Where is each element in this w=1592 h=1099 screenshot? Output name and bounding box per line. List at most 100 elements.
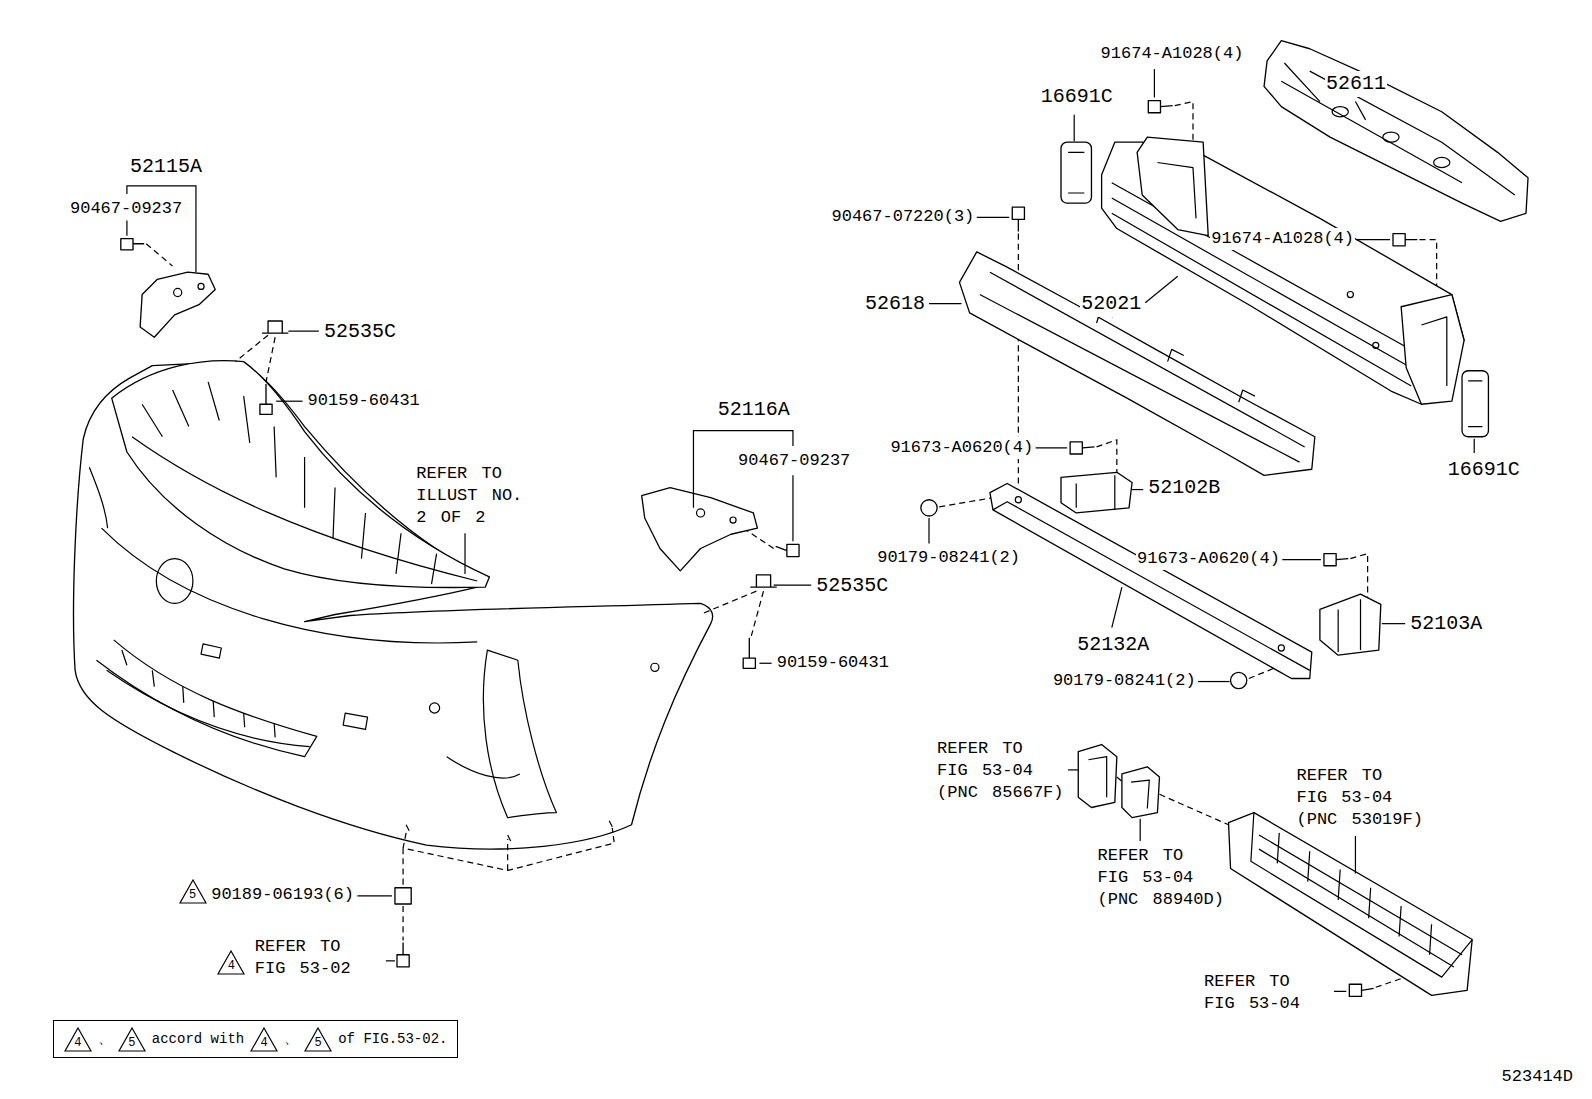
leader-line <box>127 69 1474 991</box>
note-symbol: 5 <box>304 1027 332 1052</box>
side-bracket <box>642 488 758 571</box>
bumper-cover <box>406 821 612 841</box>
reference-note: REFER TO FIG 53-04 <box>1203 971 1333 1015</box>
leader-line <box>126 220 127 235</box>
reference-note: REFER TO FIG 53-04 (PNC 88940D) <box>1097 845 1227 911</box>
lower-beam <box>1078 745 1472 996</box>
extension-bracket <box>1061 472 1132 513</box>
fastener-number: 90159-60431 <box>776 652 890 674</box>
fastener <box>397 943 409 967</box>
bumper-arm <box>1278 645 1284 651</box>
fastener-number: 91674-A1028(4) <box>1100 43 1245 65</box>
bumper-cover <box>74 362 713 849</box>
fastener <box>1012 207 1024 231</box>
reference-note: REFER TO ILLUST NO. 2 OF 2 <box>415 463 545 529</box>
leader-line <box>1356 239 1390 240</box>
reinforcement <box>1373 342 1379 348</box>
dashed-guide <box>939 498 993 507</box>
side-bracket <box>198 283 204 289</box>
part-number: 16691C <box>1447 457 1521 483</box>
part-number: 52021 <box>1080 291 1142 317</box>
side-bracket <box>174 288 182 296</box>
bumper-cover <box>201 644 221 658</box>
reinforcement <box>1421 317 1446 386</box>
fastener-number: 90467-09237 <box>69 198 183 220</box>
note-symbol: 5 <box>118 1027 146 1052</box>
note-text: 、 <box>284 1030 298 1048</box>
fastener-number: 90179-08241(2) <box>1052 670 1197 692</box>
bumper-arm <box>993 502 1310 671</box>
fastener <box>260 384 272 414</box>
leader-line <box>1154 69 1155 97</box>
reference-note: REFER TO FIG 53-02 <box>254 936 384 980</box>
note-text: accord with <box>152 1031 244 1047</box>
leader-line <box>386 960 395 961</box>
fastener-number: 91674-A1028(4) <box>1210 228 1355 250</box>
side-bracket <box>730 517 736 523</box>
pad <box>1061 142 1091 203</box>
leader-line <box>1474 439 1475 453</box>
fastener-number: 90189-06193(6) <box>210 884 355 906</box>
leader-line <box>1140 819 1141 841</box>
fastener <box>121 101 1418 997</box>
bumper-cover <box>96 640 316 757</box>
leader-line <box>1355 102 1365 120</box>
leader-line <box>759 663 771 664</box>
leader-line <box>1145 276 1177 302</box>
note-symbol: 4 <box>64 1027 92 1052</box>
part-number: 52535C <box>815 573 889 599</box>
dashed-guide <box>703 591 757 613</box>
extension-bracket <box>1320 594 1381 655</box>
dashed-guide <box>1097 440 1117 476</box>
dashed-guide <box>751 591 763 636</box>
reinforcement <box>1401 295 1464 405</box>
dashed-guide <box>402 906 403 941</box>
bumper-cover <box>122 650 275 737</box>
lower-beam <box>1122 767 1160 818</box>
reference-note: REFER TO FIG 53-04 (PNC 53019F) <box>1296 765 1426 831</box>
note-symbol: 4 <box>250 1027 278 1052</box>
leader-line <box>464 533 465 574</box>
fastener-number: 91673-A0620(4) <box>889 437 1034 459</box>
extension-bracket <box>1338 599 1360 652</box>
lower-beam <box>1229 813 1473 996</box>
dashed-guide <box>1350 554 1367 600</box>
part-number: 52102B <box>1147 475 1221 501</box>
note-symbol: 4 <box>217 950 245 975</box>
part-number: 52611 <box>1325 71 1387 97</box>
absorber-lower <box>1097 311 1255 402</box>
part-number: 52132A <box>1076 632 1150 658</box>
fastener <box>750 575 776 587</box>
fastener-number: 90159-60431 <box>307 390 421 412</box>
fastener-number: 90467-07220(3) <box>831 206 976 228</box>
part-number: 52116A <box>717 397 791 423</box>
leader-line <box>1132 489 1143 490</box>
figure-code: 523414D <box>1501 1066 1574 1088</box>
note-box: 4、5accord with4、5of FIG.53-02. <box>53 1020 459 1058</box>
lower-beam <box>1078 745 1117 808</box>
part-number: 52618 <box>864 291 926 317</box>
fastener <box>1393 234 1417 246</box>
fastener <box>776 544 799 556</box>
fastener <box>1231 672 1247 688</box>
part-number: 16691C <box>1040 84 1114 110</box>
bumper-arm <box>990 483 1312 678</box>
absorber-upper <box>1332 107 1348 117</box>
leader-line <box>928 518 929 543</box>
bumper-cover <box>156 559 193 604</box>
fastener-number: 90467-09237 <box>737 450 851 472</box>
fastener <box>121 239 144 250</box>
side-bracket <box>140 272 757 571</box>
note-symbol: 5 <box>179 879 207 904</box>
bumper-retainer <box>142 382 436 584</box>
leader-line <box>792 475 793 541</box>
lower-beam <box>1251 813 1472 978</box>
fastener <box>1148 101 1172 113</box>
bumper-cover <box>429 703 439 713</box>
dashed-guide <box>1159 794 1228 824</box>
bumper-arm <box>990 483 1312 678</box>
fastener <box>743 638 755 668</box>
fastener <box>921 500 937 516</box>
